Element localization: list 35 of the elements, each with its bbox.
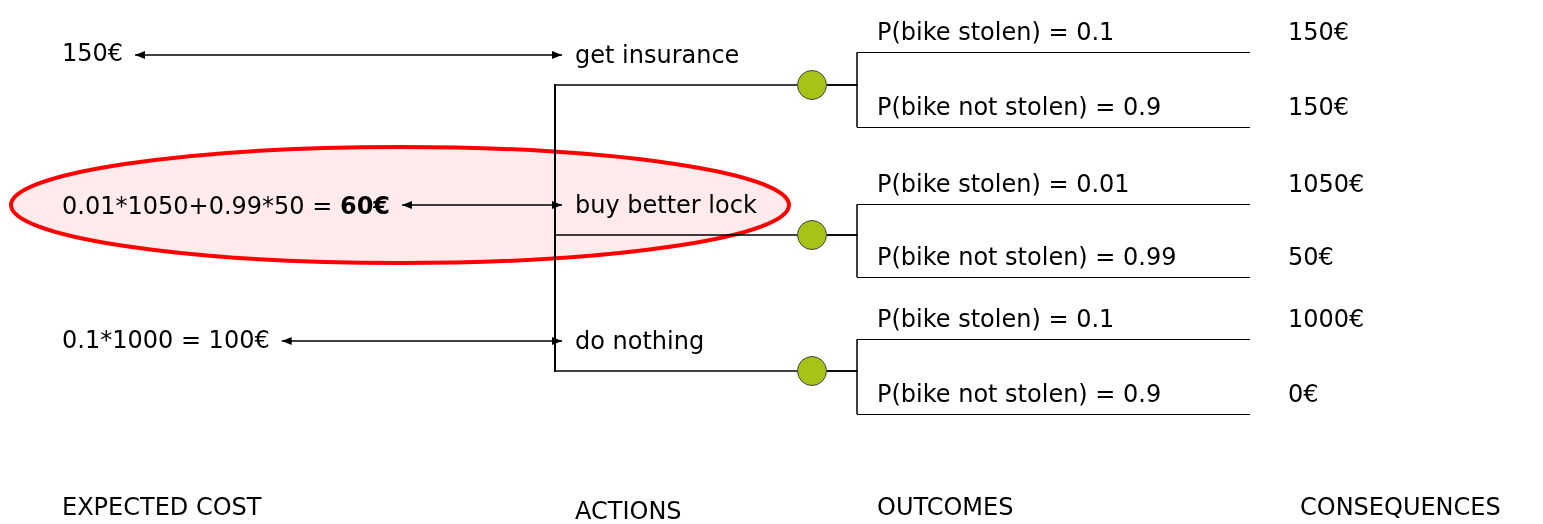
column-heading: EXPECTED COST [62, 492, 262, 522]
outcome-text: P(bike not stolen) = 0.9 [877, 379, 1162, 409]
consequence-text: 150€ [1288, 17, 1350, 47]
action-text: do nothing [562, 326, 709, 356]
action-text: get insurance [562, 40, 744, 70]
outcome-text: P(bike stolen) = 0.1 [877, 304, 1115, 334]
column-heading: CONSEQUENCES [1300, 492, 1501, 522]
double-arrow [280, 337, 563, 345]
outcome-text: P(bike not stolen) = 0.9 [877, 92, 1162, 122]
action-text: buy better lock [562, 190, 761, 220]
outcome-text: P(bike stolen) = 0.01 [877, 169, 1130, 199]
branch-line [826, 84, 858, 128]
expected-cost-text: 0.1*1000 = 100€ [62, 325, 282, 355]
branch-line [826, 370, 858, 415]
consequence-text: 1050€ [1288, 169, 1365, 199]
chance-node-circle [797, 70, 827, 100]
double-arrow [401, 201, 563, 209]
chance-node-circle [797, 356, 827, 386]
decision-line [554, 84, 556, 372]
consequence-text: 0€ [1288, 379, 1319, 409]
column-heading: OUTCOMES [877, 492, 1014, 522]
consequence-text: 150€ [1288, 92, 1350, 122]
outcome-text: P(bike stolen) = 0.1 [877, 17, 1115, 47]
expected-cost-text: 150€ [62, 38, 136, 68]
double-arrow [134, 51, 563, 59]
expected-cost-text: 0.01*1050+0.99*50 = 60€ [62, 191, 403, 221]
branch-line [555, 234, 798, 236]
branch-line [826, 234, 858, 278]
column-heading: ACTIONS [575, 496, 682, 524]
chance-node-circle [797, 220, 827, 250]
consequence-text: 50€ [1288, 242, 1334, 272]
branch-line [555, 370, 798, 372]
branch-line [555, 84, 798, 86]
consequence-text: 1000€ [1288, 304, 1365, 334]
outcome-text: P(bike not stolen) = 0.99 [877, 242, 1177, 272]
